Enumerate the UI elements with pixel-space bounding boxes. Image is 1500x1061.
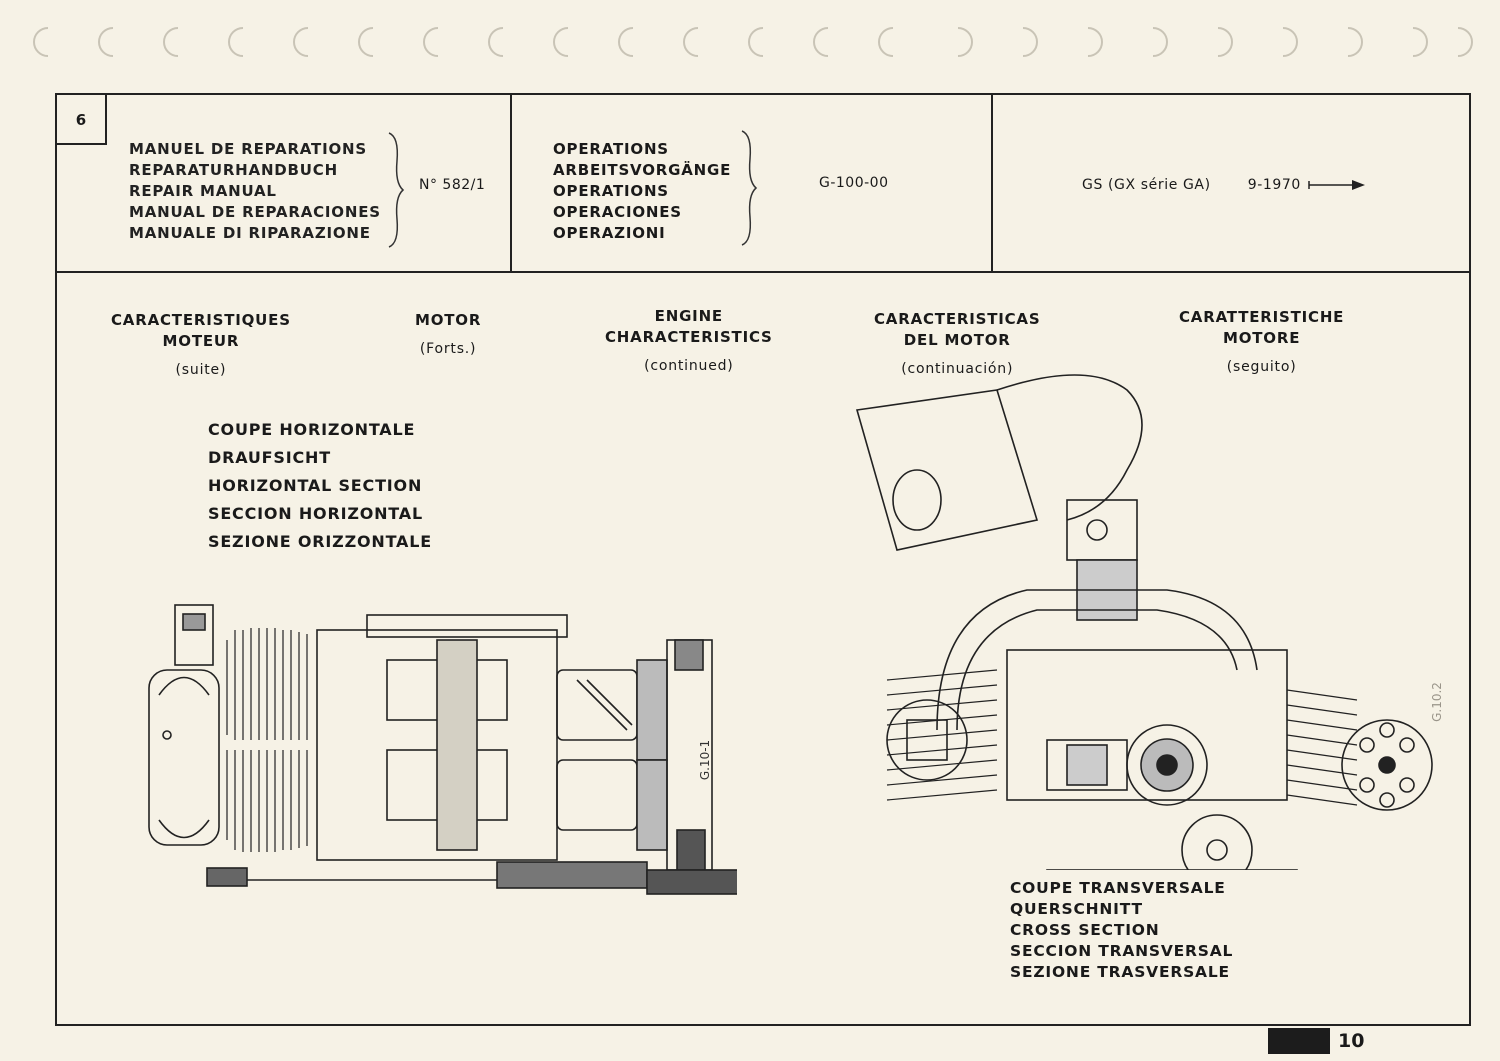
cross-section-drawing <box>855 374 1433 870</box>
header-table: 6 MANUEL DE REPARATIONS REPARATURHANDBUC… <box>57 95 1469 273</box>
page-frame: 6 MANUEL DE REPARATIONS REPARATURHANDBUC… <box>55 93 1471 1026</box>
page-number: 10 <box>1338 1030 1365 1052</box>
heading-it: CARATTERISTICHE MOTORE (seguito) <box>1179 307 1344 378</box>
operations-title-de: ARBEITSVORGÄNGE <box>553 161 732 179</box>
heading-es-sub: (continuación) <box>901 361 1014 377</box>
operation-code: G-100-00 <box>819 175 889 191</box>
page-footer: 10 <box>1268 1028 1400 1054</box>
operations-title-it: OPERAZIONI <box>553 224 666 242</box>
horizontal-section-es: SECCION HORIZONTAL <box>208 504 423 523</box>
manual-titles: MANUEL DE REPARATIONS REPARATURHANDBUCH … <box>129 139 381 244</box>
cross-section-fr: COUPE TRANSVERSALE <box>1010 879 1226 897</box>
cross-section-labels: COUPE TRANSVERSALE QUERSCHNITT CROSS SEC… <box>1010 878 1233 983</box>
horizontal-section-fr: COUPE HORIZONTALE <box>208 420 416 439</box>
heading-es-title2: DEL MOTOR <box>903 331 1011 349</box>
manual-title-de: REPARATURHANDBUCH <box>129 161 338 179</box>
manual-title-fr: MANUEL DE REPARATIONS <box>129 140 367 158</box>
model-name: GS (GX série GA) <box>1082 177 1211 193</box>
operations-title-fr: OPERATIONS <box>553 140 669 158</box>
manual-title-en: REPAIR MANUAL <box>129 182 277 200</box>
manual-title-it: MANUALE DI RIPARAZIONE <box>129 224 371 242</box>
cross-section-en: CROSS SECTION <box>1010 921 1160 939</box>
cross-section-es: SECCION TRANSVERSAL <box>1010 942 1234 960</box>
heading-it-title: CARATTERISTICHE <box>1179 308 1345 326</box>
heading-it-title2: MOTORE <box>1222 329 1301 347</box>
heading-en: ENGINE CHARACTERISTICS (continued) <box>605 306 773 377</box>
binder-holes <box>33 27 1473 57</box>
horizontal-section-en: HORIZONTAL SECTION <box>208 476 423 495</box>
model-designation: GS (GX série GA) 9-1970 <box>1082 177 1366 193</box>
heading-de-title: MOTOR <box>415 311 482 329</box>
heading-de: MOTOR (Forts.) <box>415 310 481 360</box>
header-manual-cell: 6 MANUEL DE REPARATIONS REPARATURHANDBUC… <box>57 95 512 271</box>
heading-it-sub: (seguito) <box>1226 359 1297 375</box>
model-year: 9-1970 <box>1247 177 1301 193</box>
heading-es: CARACTERISTICAS DEL MOTOR (continuación) <box>874 309 1040 380</box>
manual-title-es: MANUAL DE REPARACIONES <box>129 203 381 221</box>
heading-fr-title: CARACTERISTIQUES <box>111 311 291 329</box>
header-model-cell: GS (GX série GA) 9-1970 <box>993 95 1469 271</box>
horizontal-section-it: SEZIONE ORIZZONTALE <box>208 532 432 551</box>
cross-section-it: SEZIONE TRASVERSALE <box>1010 963 1230 981</box>
heading-fr-title2: MOTEUR <box>162 332 240 350</box>
heading-en-sub: (continued) <box>644 358 734 374</box>
arrow-right-icon <box>1308 180 1365 190</box>
figure-ref-2: G.10.2 <box>1429 682 1444 722</box>
heading-es-title: CARACTERISTICAS <box>874 310 1041 328</box>
operations-title-en: OPERATIONS <box>553 182 669 200</box>
figure-ref-1: G.10-1 <box>698 739 713 781</box>
heading-fr-sub: (suite) <box>175 362 227 378</box>
heading-en-title: ENGINE <box>654 307 723 325</box>
heading-fr: CARACTERISTIQUES MOTEUR (suite) <box>111 310 291 381</box>
manual-number: N° 582/1 <box>419 177 486 193</box>
footer-black-bar <box>1268 1028 1330 1054</box>
brace-icon <box>741 130 758 246</box>
horizontal-section-labels: COUPE HORIZONTALE DRAUFSICHT HORIZONTAL … <box>208 416 432 556</box>
page-box-number: 6 <box>57 95 107 145</box>
cross-section-de: QUERSCHNITT <box>1010 900 1143 918</box>
header-operations-cell: OPERATIONS ARBEITSVORGÄNGE OPERATIONS OP… <box>512 95 993 271</box>
brace-icon <box>388 132 405 248</box>
operations-title-es: OPERACIONES <box>553 203 682 221</box>
horizontal-section-de: DRAUFSICHT <box>208 448 331 467</box>
horizontal-section-drawing <box>148 604 737 895</box>
heading-de-sub: (Forts.) <box>419 341 477 357</box>
heading-en-title2: CHARACTERISTICS <box>605 328 773 346</box>
operations-titles: OPERATIONS ARBEITSVORGÄNGE OPERATIONS OP… <box>553 139 731 244</box>
